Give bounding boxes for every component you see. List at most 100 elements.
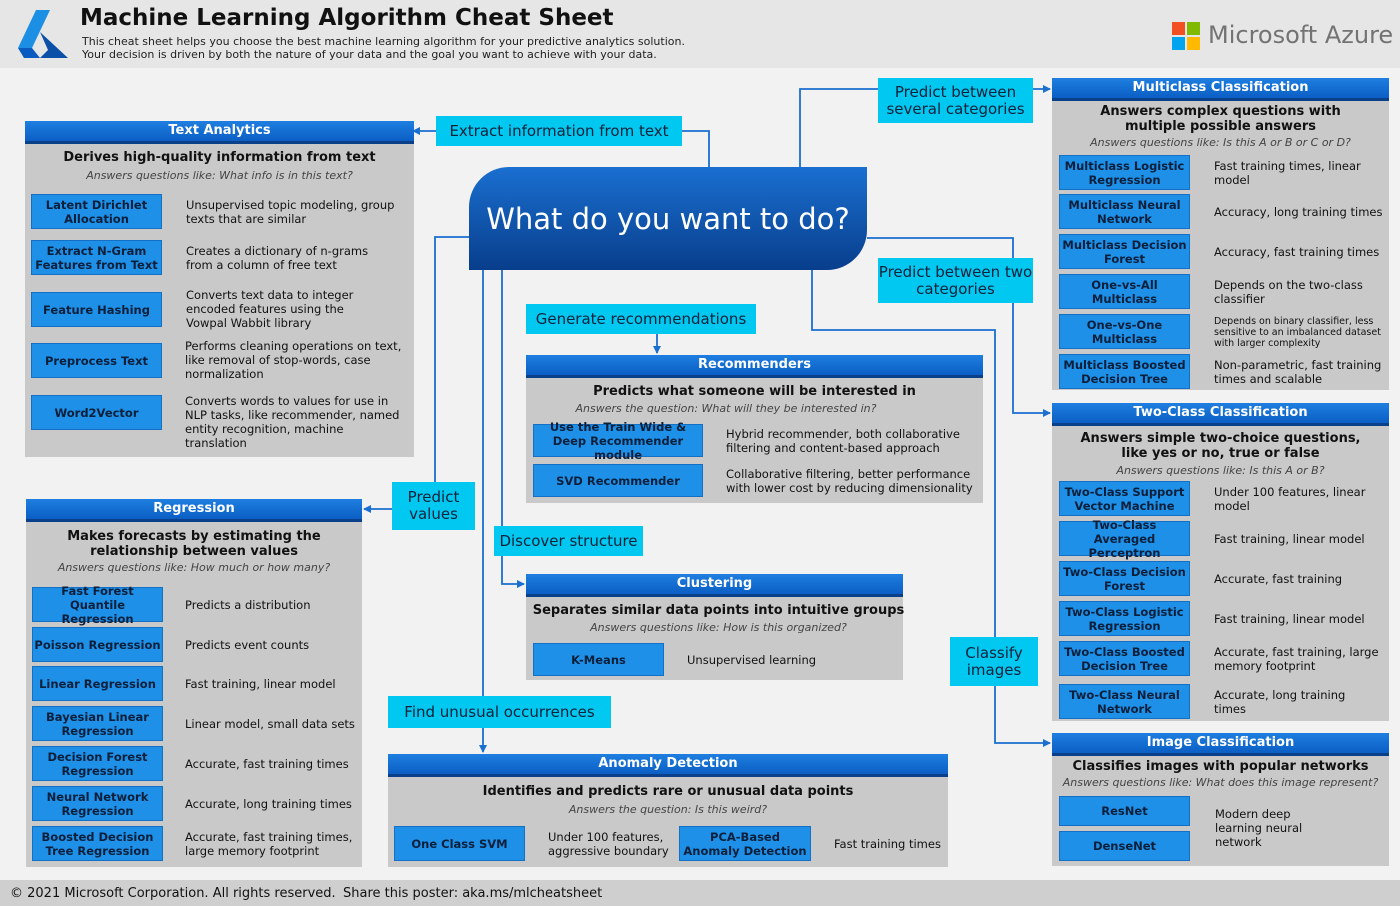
algo-preprocess-text[interactable]: Preprocess Text xyxy=(31,343,162,378)
algo-linear-regression[interactable]: Linear Regression xyxy=(32,666,163,701)
algo-word2vector[interactable]: Word2Vector xyxy=(31,395,162,430)
desc-multiclass-neural: Accuracy, long training times xyxy=(1214,204,1383,219)
text-analytics-desc: Derives high-quality information from te… xyxy=(63,150,376,165)
algo-pca-anomaly[interactable]: PCA-Based Anomaly Detection xyxy=(679,826,811,861)
desc-multiclass-decision-forest: Accuracy, fast training times xyxy=(1214,244,1380,259)
desc-wide-deep-recommender: Hybrid recommender, both collaborative f… xyxy=(726,426,961,455)
twoclass-desc: Answers simple two-choice questions, lik… xyxy=(1080,431,1361,461)
algo-multiclass-decision-forest[interactable]: Multiclass Decision Forest xyxy=(1059,234,1190,269)
algo-bayesian-linear[interactable]: Bayesian Linear Regression xyxy=(32,706,163,741)
algo-svd-recommender[interactable]: SVD Recommender xyxy=(533,464,703,497)
desc-image-networks: Modern deep learning neural network xyxy=(1215,807,1303,849)
goal-recommendations[interactable]: Generate recommendations xyxy=(526,304,756,334)
desc-ngram: Creates a dictionary of n-grams from a c… xyxy=(186,243,369,272)
text-analytics-question: Answers questions like: What info is in … xyxy=(86,169,353,182)
desc-poisson-regression: Predicts event counts xyxy=(185,637,310,652)
algo-decision-forest-regression[interactable]: Decision Forest Regression xyxy=(32,746,163,781)
desc-two-class-decision-forest: Accurate, fast training xyxy=(1214,571,1343,586)
desc-word2vector: Converts words to values for use in NLP … xyxy=(185,394,400,450)
goal-several-categories[interactable]: Predict between several categories xyxy=(878,78,1033,123)
algo-multiclass-boosted[interactable]: Multiclass Boosted Decision Tree xyxy=(1059,354,1190,389)
desc-multiclass-boosted: Non-parametric, fast training times and … xyxy=(1214,357,1382,386)
recommenders-title: Recommenders xyxy=(526,355,983,378)
anomaly-title: Anomaly Detection xyxy=(388,754,948,777)
algo-poisson-regression[interactable]: Poisson Regression xyxy=(32,627,163,662)
clustering-desc: Separates similar data points into intui… xyxy=(532,603,905,618)
desc-two-class-boosted: Accurate, fast training, large memory fo… xyxy=(1214,644,1379,673)
algo-one-vs-one[interactable]: One-vs-One Multiclass xyxy=(1059,314,1190,349)
algo-wide-deep-recommender[interactable]: Use the Train Wide & Deep Recommender mo… xyxy=(533,420,703,462)
anomaly-question: Answers the question: Is this weird? xyxy=(568,803,768,816)
footer-copyright: © 2021 Microsoft Corporation. All rights… xyxy=(10,886,336,901)
center-question: What do you want to do? xyxy=(469,167,867,270)
clustering-title: Clustering xyxy=(526,574,903,597)
twoclass-question: Answers questions like: Is this A or B? xyxy=(1116,464,1325,477)
algo-boosted-decision-tree-regression[interactable]: Boosted Decision Tree Regression xyxy=(32,826,163,861)
algo-feature-hashing[interactable]: Feature Hashing xyxy=(31,292,162,327)
anomaly-desc: Identifies and predicts rare or unusual … xyxy=(482,784,854,799)
algo-ngram[interactable]: Extract N-Gram Features from Text xyxy=(31,240,162,275)
header-bar xyxy=(0,0,1400,68)
recommenders-desc: Predicts what someone will be interested… xyxy=(593,384,916,399)
multiclass-title: Multiclass Classification xyxy=(1052,78,1389,101)
recommenders-question: Answers the question: What will they be … xyxy=(575,402,877,415)
algo-densenet[interactable]: DenseNet xyxy=(1059,831,1190,861)
desc-svd-recommender: Collaborative filtering, better performa… xyxy=(726,466,973,495)
desc-pca-anomaly: Fast training times xyxy=(834,836,941,851)
desc-preprocess-text: Performs cleaning operations on text, li… xyxy=(185,338,402,381)
desc-boosted-decision-tree-regression: Accurate, fast training times, large mem… xyxy=(185,829,353,858)
text-analytics-title: Text Analytics xyxy=(25,121,414,144)
desc-two-class-perceptron: Fast training, linear model xyxy=(1214,531,1365,546)
multiclass-desc: Answers complex questions with multiple … xyxy=(1100,104,1341,134)
desc-one-class-svm: Under 100 features, aggressive boundary xyxy=(548,829,669,858)
regression-title: Regression xyxy=(26,499,362,522)
desc-decision-forest-regression: Accurate, fast training times xyxy=(185,756,349,771)
regression-question: Answers questions like: How much or how … xyxy=(57,561,331,574)
goal-two-categories[interactable]: Predict between two categories xyxy=(878,258,1033,303)
algo-multiclass-neural[interactable]: Multiclass Neural Network xyxy=(1059,194,1190,229)
desc-k-means: Unsupervised learning xyxy=(687,652,817,667)
page-title: Machine Learning Algorithm Cheat Sheet xyxy=(80,5,614,31)
multiclass-question: Answers questions like: Is this A or B o… xyxy=(1090,136,1351,149)
image-title: Image Classification xyxy=(1052,733,1389,756)
goal-unusual-occurrences[interactable]: Find unusual occurrences xyxy=(388,696,611,728)
azure-ml-logo-icon xyxy=(18,10,68,58)
desc-neural-network-regression: Accurate, long training times xyxy=(185,796,352,811)
desc-multiclass-logistic: Fast training times, linear model xyxy=(1214,158,1361,187)
desc-one-vs-all: Depends on the two-class classifier xyxy=(1214,277,1363,306)
algo-fast-forest-quantile[interactable]: Fast Forest Quantile Regression xyxy=(32,584,163,626)
goal-discover-structure[interactable]: Discover structure xyxy=(494,526,643,556)
algo-multiclass-logistic[interactable]: Multiclass Logistic Regression xyxy=(1059,155,1190,190)
algo-k-means[interactable]: K-Means xyxy=(533,643,664,676)
footer-share-link[interactable]: Share this poster: aka.ms/mlcheatsheet xyxy=(343,886,603,901)
algo-two-class-boosted[interactable]: Two-Class Boosted Decision Tree xyxy=(1059,641,1190,676)
image-desc: Classifies images with popular networks xyxy=(1072,759,1369,774)
algo-resnet[interactable]: ResNet xyxy=(1059,796,1190,826)
regression-desc: Makes forecasts by estimating the relati… xyxy=(67,529,321,559)
goal-classify-images[interactable]: Classify images xyxy=(950,637,1038,686)
footer-bar xyxy=(0,880,1400,906)
algo-one-vs-all[interactable]: One-vs-All Multiclass xyxy=(1059,274,1190,309)
desc-one-vs-one: Depends on binary classifier, less sensi… xyxy=(1214,315,1381,349)
subtitle-line-2: Your decision is driven by both the natu… xyxy=(82,48,657,61)
goal-predict-values[interactable]: Predict values xyxy=(392,482,475,530)
desc-latent-dirichlet: Unsupervised topic modeling, group texts… xyxy=(186,197,395,226)
desc-two-class-logistic: Fast training, linear model xyxy=(1214,611,1365,626)
algo-two-class-perceptron[interactable]: Two-Class Averaged Perceptron xyxy=(1059,518,1190,560)
desc-two-class-neural: Accurate, long training times xyxy=(1214,687,1346,716)
twoclass-title: Two-Class Classification xyxy=(1052,403,1389,426)
desc-bayesian-linear: Linear model, small data sets xyxy=(185,716,355,731)
algo-two-class-neural[interactable]: Two-Class Neural Network xyxy=(1059,684,1190,719)
algo-neural-network-regression[interactable]: Neural Network Regression xyxy=(32,786,163,821)
clustering-question: Answers questions like: How is this orga… xyxy=(590,621,847,634)
image-question: Answers questions like: What does this i… xyxy=(1062,776,1379,789)
algo-two-class-svm[interactable]: Two-Class Support Vector Machine xyxy=(1059,481,1190,516)
algo-latent-dirichlet[interactable]: Latent Dirichlet Allocation xyxy=(31,194,162,229)
desc-fast-forest-quantile: Predicts a distribution xyxy=(185,597,311,612)
algo-one-class-svm[interactable]: One Class SVM xyxy=(394,826,525,861)
subtitle-line-1: This cheat sheet helps you choose the be… xyxy=(82,35,685,48)
desc-two-class-svm: Under 100 features, linear model xyxy=(1214,484,1366,513)
algo-two-class-decision-forest[interactable]: Two-Class Decision Forest xyxy=(1059,561,1190,596)
goal-extract-text[interactable]: Extract information from text xyxy=(436,116,682,146)
algo-two-class-logistic[interactable]: Two-Class Logistic Regression xyxy=(1059,601,1190,636)
